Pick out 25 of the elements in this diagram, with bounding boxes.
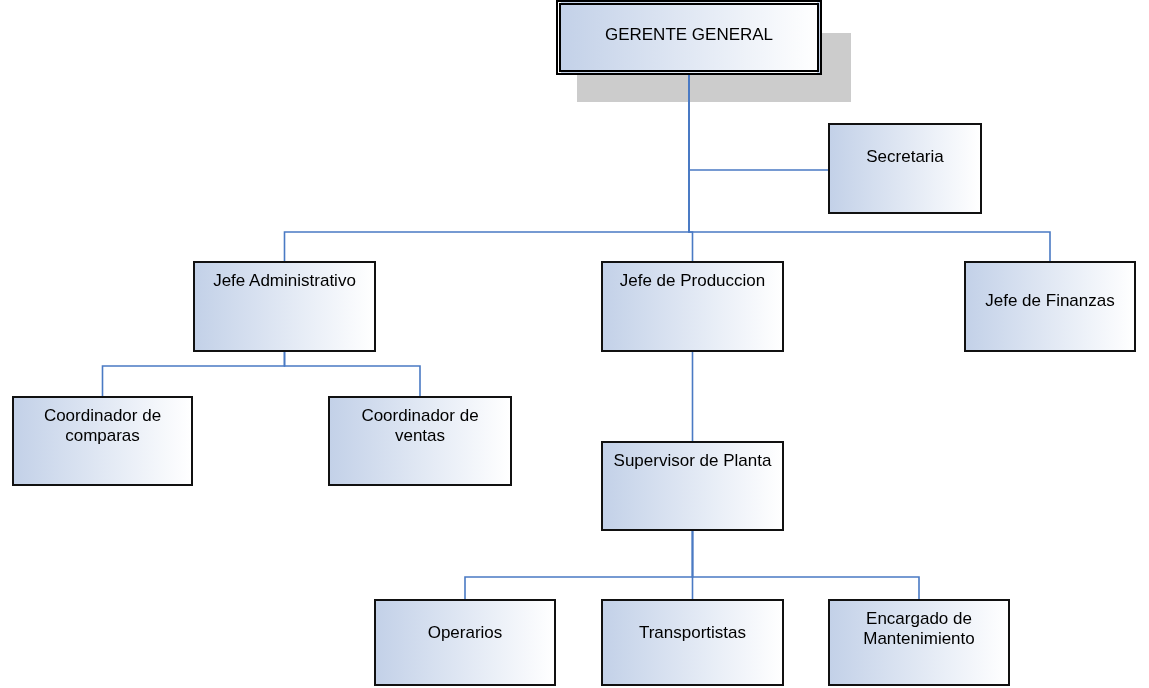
position-title: Jefe Administrativo xyxy=(213,271,356,291)
position-box xyxy=(328,396,512,486)
connector-line xyxy=(283,351,421,397)
position-title: GERENTE GENERAL xyxy=(604,25,774,45)
position-box xyxy=(374,599,556,686)
position-title: Jefe de Produccion xyxy=(619,271,766,291)
position-title: Transportistas xyxy=(638,623,747,643)
position-title: Supervisor de Planta xyxy=(613,451,772,471)
title-box xyxy=(556,0,822,75)
position-box xyxy=(828,599,1010,686)
position-title: Operarios xyxy=(427,623,503,643)
position-box xyxy=(12,396,193,486)
position-box xyxy=(601,599,784,686)
position-title: Encargado de Mantenimiento xyxy=(862,609,976,649)
connector-line xyxy=(691,530,920,600)
position-title: Coordinador de comparas xyxy=(42,406,163,446)
position-box xyxy=(828,123,982,214)
position-title: Jefe de Finanzas xyxy=(985,291,1115,311)
position-box xyxy=(601,261,784,352)
position-title: Secretaria xyxy=(866,147,944,167)
position-box xyxy=(601,441,784,531)
connector-line xyxy=(691,351,694,442)
position-box xyxy=(193,261,376,352)
position-title: Coordinador de ventas xyxy=(360,406,480,446)
position-box xyxy=(964,261,1136,352)
